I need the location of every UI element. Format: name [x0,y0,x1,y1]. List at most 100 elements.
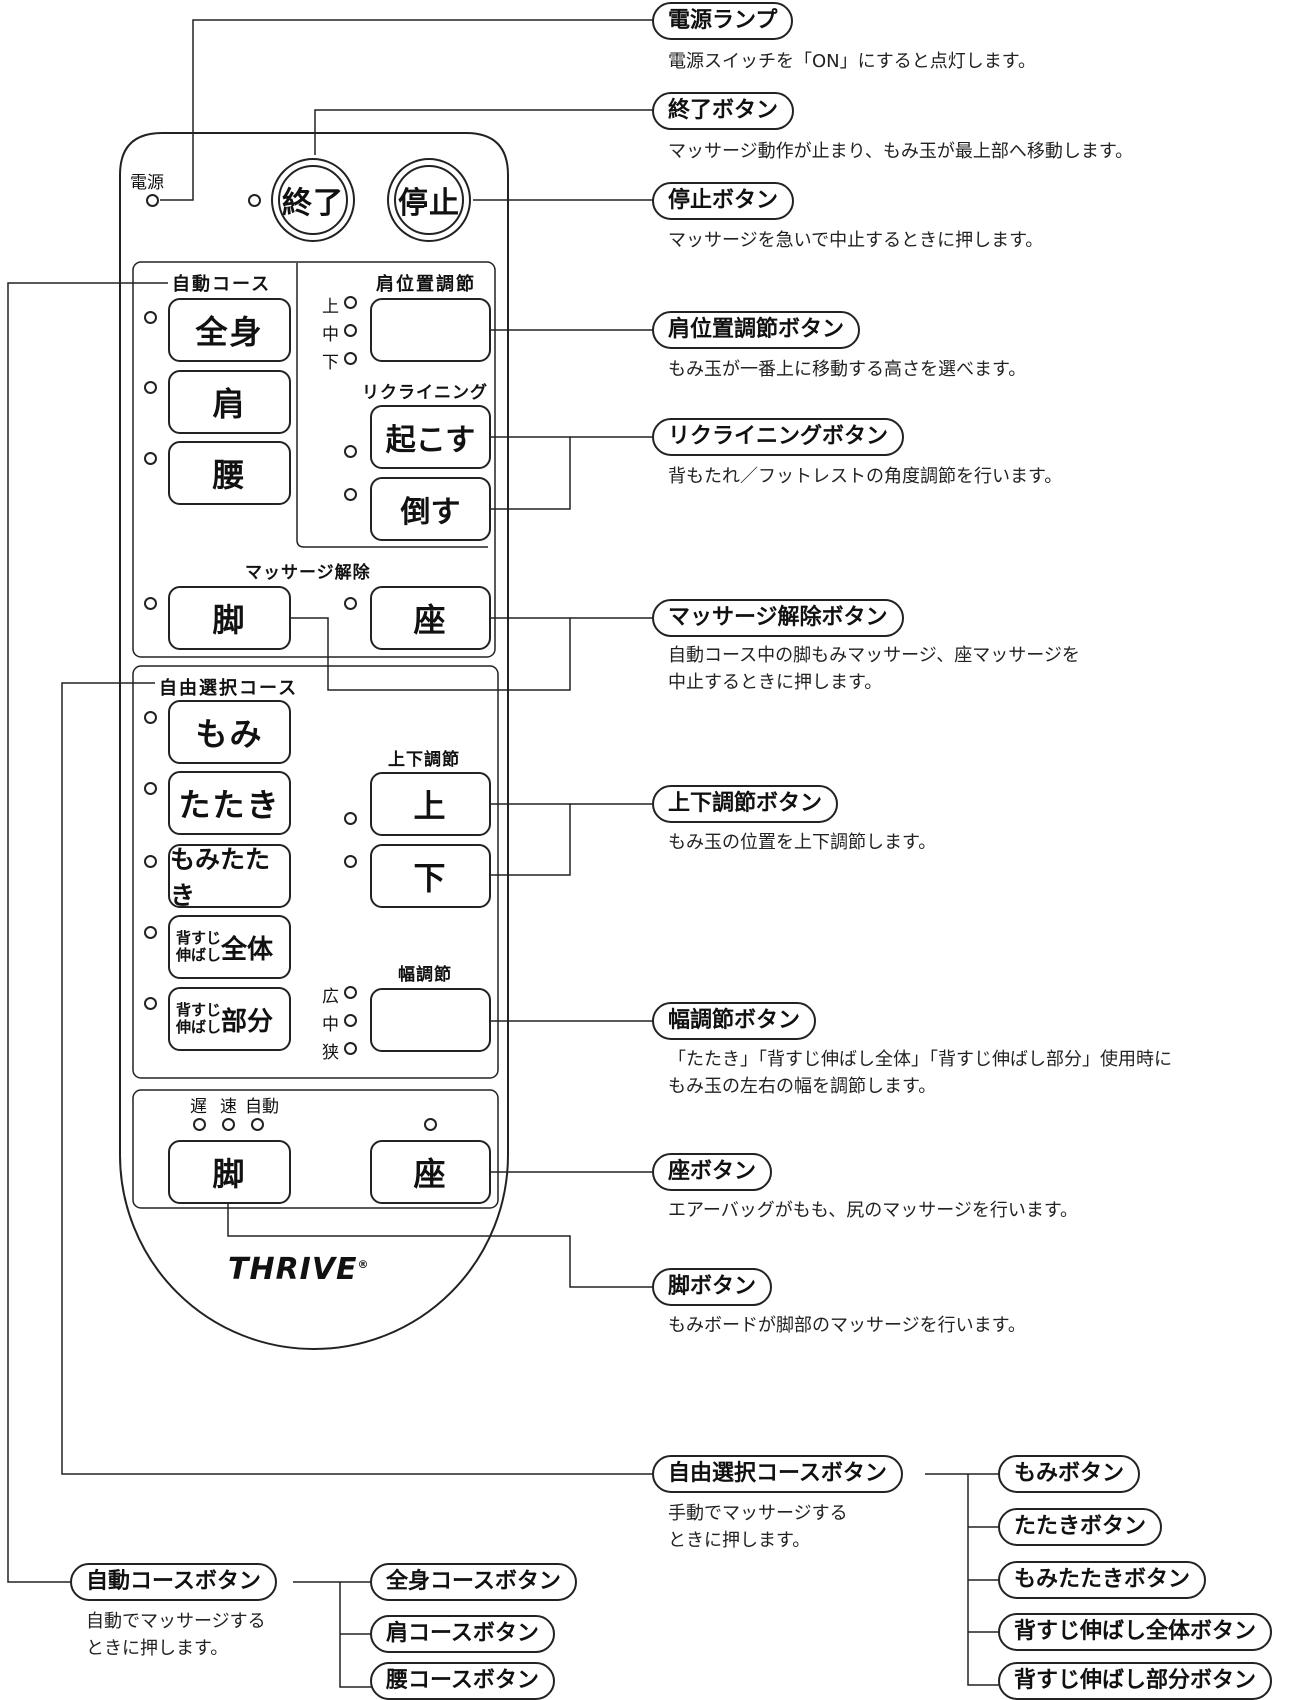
width-led-mid [344,1014,357,1027]
shoulder-level-low: 下 [322,353,339,373]
momitataki-led [144,855,157,868]
power-lamp-led [146,194,159,207]
zenshin-button[interactable]: 全身 [168,298,291,362]
desc-end-button: マッサージ動作が止まり、もみ玉が最上部へ移動します。 [668,141,1134,162]
desc-ashi-button: もみボードが脚部のマッサージを行います。 [668,1315,1026,1336]
width-button[interactable] [370,988,491,1052]
desc-za-button: エアーバッグがもも、尻のマッサージを行います。 [668,1200,1079,1221]
free-course-title: 自由選択コース [155,674,303,700]
callout-ashi-button: 脚ボタン [652,1268,773,1306]
shoulder-led-low [344,352,357,365]
senaka-zentai-small-1: 背すじ [176,929,222,947]
desc-shoulder-button: もみ玉が一番上に移動する高さを選べます。 [668,359,1027,380]
release-ashi-led [144,597,157,610]
senaka-zentai-button[interactable]: 背すじ 伸ばし 全体 [168,915,291,979]
callout-updown-button: 上下調節ボタン [652,785,839,823]
speed-fast-label: 速 [220,1097,237,1117]
power-label: 電源 [130,173,164,193]
desc-width-button-1: 「たたき」「背すじ伸ばし全体」「背すじ伸ばし部分」使用時に [668,1049,1172,1070]
width-level-wide: 広 [322,987,339,1007]
shoulder-level-mid: 中 [322,325,339,345]
speed-fast-led [222,1118,235,1131]
down-button[interactable]: 下 [370,844,491,908]
koshi-button[interactable]: 腰 [168,441,291,505]
tataki-led [144,782,157,795]
callout-senaka-zentai-button: 背すじ伸ばし全体ボタン [998,1613,1273,1651]
width-led-narrow [344,1042,357,1055]
zenshin-led [144,311,157,324]
senaka-bubun-led [144,997,157,1010]
shoulder-led-top [344,296,357,309]
updown-down-led [344,855,357,868]
up-button[interactable]: 上 [370,772,491,836]
callout-momi-button: もみボタン [998,1455,1141,1493]
release-za-led [344,597,357,610]
desc-free-course-button-2: ときに押します。 [668,1530,811,1551]
koshi-led [144,452,157,465]
callout-end-button: 終了ボタン [652,92,795,130]
momi-button[interactable]: もみ [168,700,291,764]
stop-button-label: 停止 [394,165,464,235]
reclining-title: リクライニング [362,383,488,403]
callout-senaka-bubun-button: 背すじ伸ばし部分ボタン [998,1662,1273,1700]
end-button-label: 終了 [278,165,348,235]
senaka-bubun-big: 部分 [221,1006,274,1037]
updown-up-led [344,812,357,825]
desc-power-lamp: 電源スイッチを「ON」にすると点灯します。 [668,51,1037,72]
senaka-zentai-big: 全体 [221,934,274,965]
release-za-button[interactable]: 座 [370,586,491,650]
callout-free-course-button: 自由選択コースボタン [652,1455,903,1493]
senaka-bubun-small-2: 伸ばし [176,1018,222,1036]
callout-tataki-button: たたきボタン [998,1508,1163,1546]
end-button[interactable]: 終了 [271,158,355,242]
kata-button[interactable]: 肩 [168,370,291,434]
senaka-zentai-small: 背すじ 伸ばし [176,930,221,964]
za-led [424,1118,437,1131]
callout-auto-course-button: 自動コースボタン [70,1563,277,1601]
shoulder-position-button[interactable] [370,298,491,362]
senaka-bubun-button[interactable]: 背すじ 伸ばし 部分 [168,987,291,1051]
callout-koshi-course-button: 腰コースボタン [370,1662,555,1700]
callout-width-button: 幅調節ボタン [652,1002,817,1040]
brand-name: THRIVE [228,1252,358,1287]
callout-reclining-button: リクライニングボタン [652,418,905,456]
width-level-narrow: 狭 [322,1043,339,1063]
taosu-led [344,488,357,501]
release-ashi-button[interactable]: 脚 [168,586,291,650]
shoulder-led-mid [344,324,357,337]
massage-release-title: マッサージ解除 [245,563,371,583]
desc-width-button-2: もみ玉の左右の幅を調節します。 [668,1076,937,1097]
speed-slow-label: 遅 [190,1097,207,1117]
ashi-button[interactable]: 脚 [168,1140,291,1204]
width-led-wide [344,986,357,999]
width-level-mid: 中 [322,1015,339,1035]
speed-auto-led [251,1118,264,1131]
momi-led [144,711,157,724]
tataki-button[interactable]: たたき [168,771,291,835]
senaka-bubun-small: 背すじ 伸ばし [176,1002,221,1036]
desc-reclining-button: 背もたれ／フットレストの角度調節を行います。 [668,466,1063,487]
kata-led [144,381,157,394]
desc-release-button-1: 自動コース中の脚もみマッサージ、座マッサージを [668,645,1080,666]
callout-stop-button: 停止ボタン [652,182,795,220]
okosu-button[interactable]: 起こす [370,405,491,469]
stop-button[interactable]: 停止 [387,158,471,242]
desc-auto-course-button-1: 自動でマッサージする [86,1611,266,1632]
desc-auto-course-button-2: ときに押します。 [86,1638,229,1659]
callout-momitataki-button: もみたたきボタン [998,1561,1207,1599]
callout-za-button: 座ボタン [652,1153,773,1191]
callout-power-lamp: 電源ランプ [652,2,794,40]
callout-zenshin-course-button: 全身コースボタン [370,1563,577,1601]
updown-title: 上下調節 [388,750,460,770]
brand-logo: THRIVE® [228,1252,370,1287]
callout-release-button: マッサージ解除ボタン [652,599,904,637]
taosu-button[interactable]: 倒す [370,477,491,541]
speed-auto-label: 自動 [245,1097,279,1117]
desc-stop-button: マッサージを急いで中止するときに押します。 [668,230,1044,251]
callout-kata-course-button: 肩コースボタン [370,1615,555,1653]
za-button[interactable]: 座 [370,1140,491,1204]
momitataki-button[interactable]: もみたたき [168,844,291,910]
callout-shoulder-button: 肩位置調節ボタン [652,311,861,349]
